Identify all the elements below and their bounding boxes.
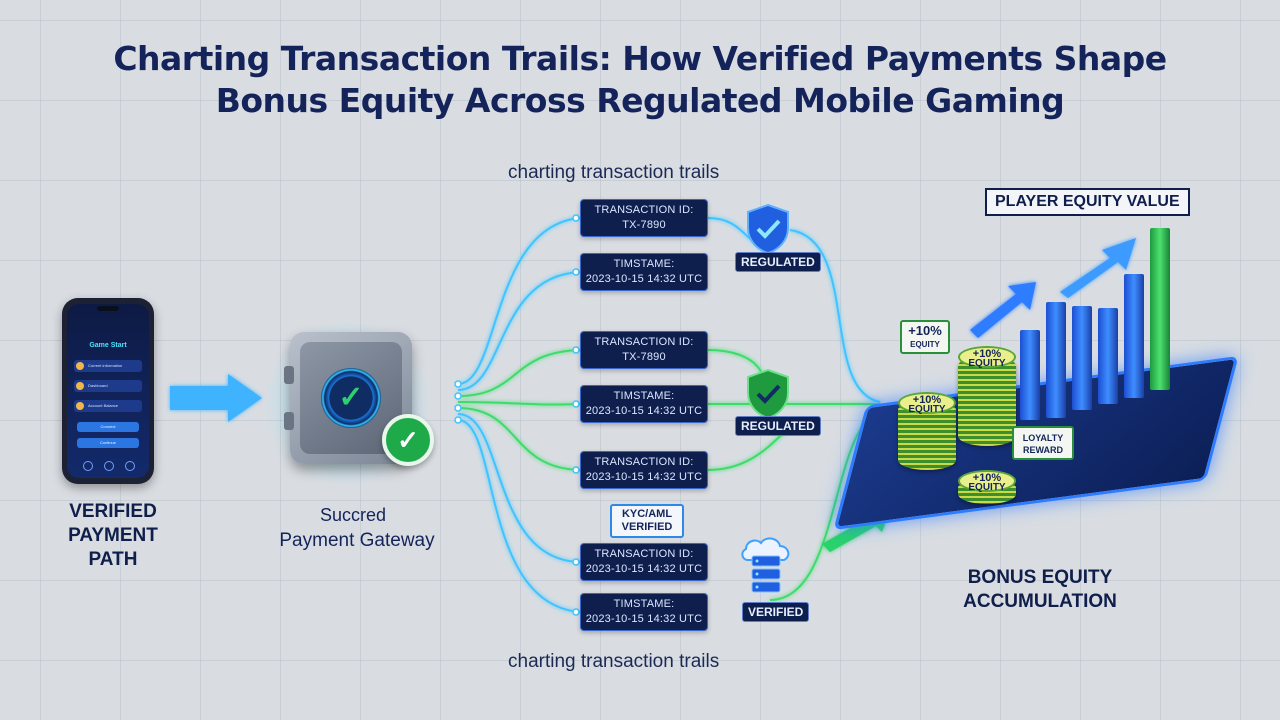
phone-continue-button[interactable]: Continue [77,438,139,448]
wire-to-tx-4 [457,401,581,406]
caption-top: charting transaction trails [508,162,720,183]
transaction-box: TRANSACTION ID:TX-7890 [580,331,708,369]
wire-to-tx-7 [457,419,581,613]
regulated-tag: REGULATED [735,416,821,436]
title-line-2: Bonus Equity Across Regulated Mobile Gam… [215,81,1065,120]
wire-reg-1b [789,229,881,403]
payment-path-label: VERIFIED PAYMENT PATH [68,501,158,570]
phone-screen: Game Start Current information Dashboard… [67,304,149,478]
gateway-name: Payment Gateway [279,530,435,551]
gateway-status: Succred [319,505,387,525]
transaction-box: TIMSTAME:2023-10-15 14:32 UTC [580,385,708,423]
wire-to-tx-1 [457,217,581,385]
shield-check-icon [747,368,789,420]
coin-label: +10%EQUITY [958,346,1016,369]
phone-row[interactable]: Current information [74,360,142,372]
coin-stack [958,356,1016,446]
caption-bottom: charting transaction trails [508,651,720,672]
cloud-server-icon [741,537,790,593]
regulated-tag: REGULATED [735,252,821,272]
equity-bar [1124,274,1144,398]
transaction-box: TRANSACTION ID:TX-7890 [580,199,708,237]
equity-bar [1098,308,1118,404]
accumulation-label: BONUS EQUITY ACCUMULATION [963,567,1117,612]
page-title: Charting Transaction Trails: How Verifie… [0,38,1280,122]
wire-to-tx-6 [457,413,581,563]
phone-connect-button[interactable]: Connect [77,422,139,432]
equity-bar [1020,330,1040,420]
wire-to-tx-2 [457,271,581,391]
wire-to-tx-3 [457,349,581,397]
phone-screen-title: Game Start [89,342,127,349]
transaction-box: TRANSACTION ID:2023-10-15 14:32 UTC [580,451,708,489]
arrow-right-icon [170,374,262,422]
title-line-1: Charting Transaction Trails: How Verifie… [113,39,1167,78]
equity-bar [1046,302,1066,418]
transaction-box: TIMSTAME:2023-10-15 14:32 UTC [580,593,708,631]
verified-tag: VERIFIED [742,602,810,622]
equity-bubble: +10%EQUITY [900,320,950,354]
coin-label: +10%EQUITY [958,470,1016,493]
equity-bar [1150,228,1170,390]
phone-icon: Game Start Current information Dashboard… [62,298,154,484]
transaction-box: TRANSACTION ID:2023-10-15 14:32 UTC [580,543,708,581]
equity-title: PLAYER EQUITY VALUE [985,188,1190,216]
wire-to-tx-5 [457,407,581,471]
phone-row[interactable]: Account Balance [74,400,142,412]
phone-row[interactable]: Dashboard [74,380,142,392]
phone-nav-bar [77,460,139,471]
transaction-box: TIMSTAME:2023-10-15 14:32 UTC [580,253,708,291]
equity-bar [1072,306,1092,410]
coin-label: +10%EQUITY [898,392,956,415]
check-badge-icon: ✓ [382,414,434,466]
shield-check-icon [747,203,789,255]
